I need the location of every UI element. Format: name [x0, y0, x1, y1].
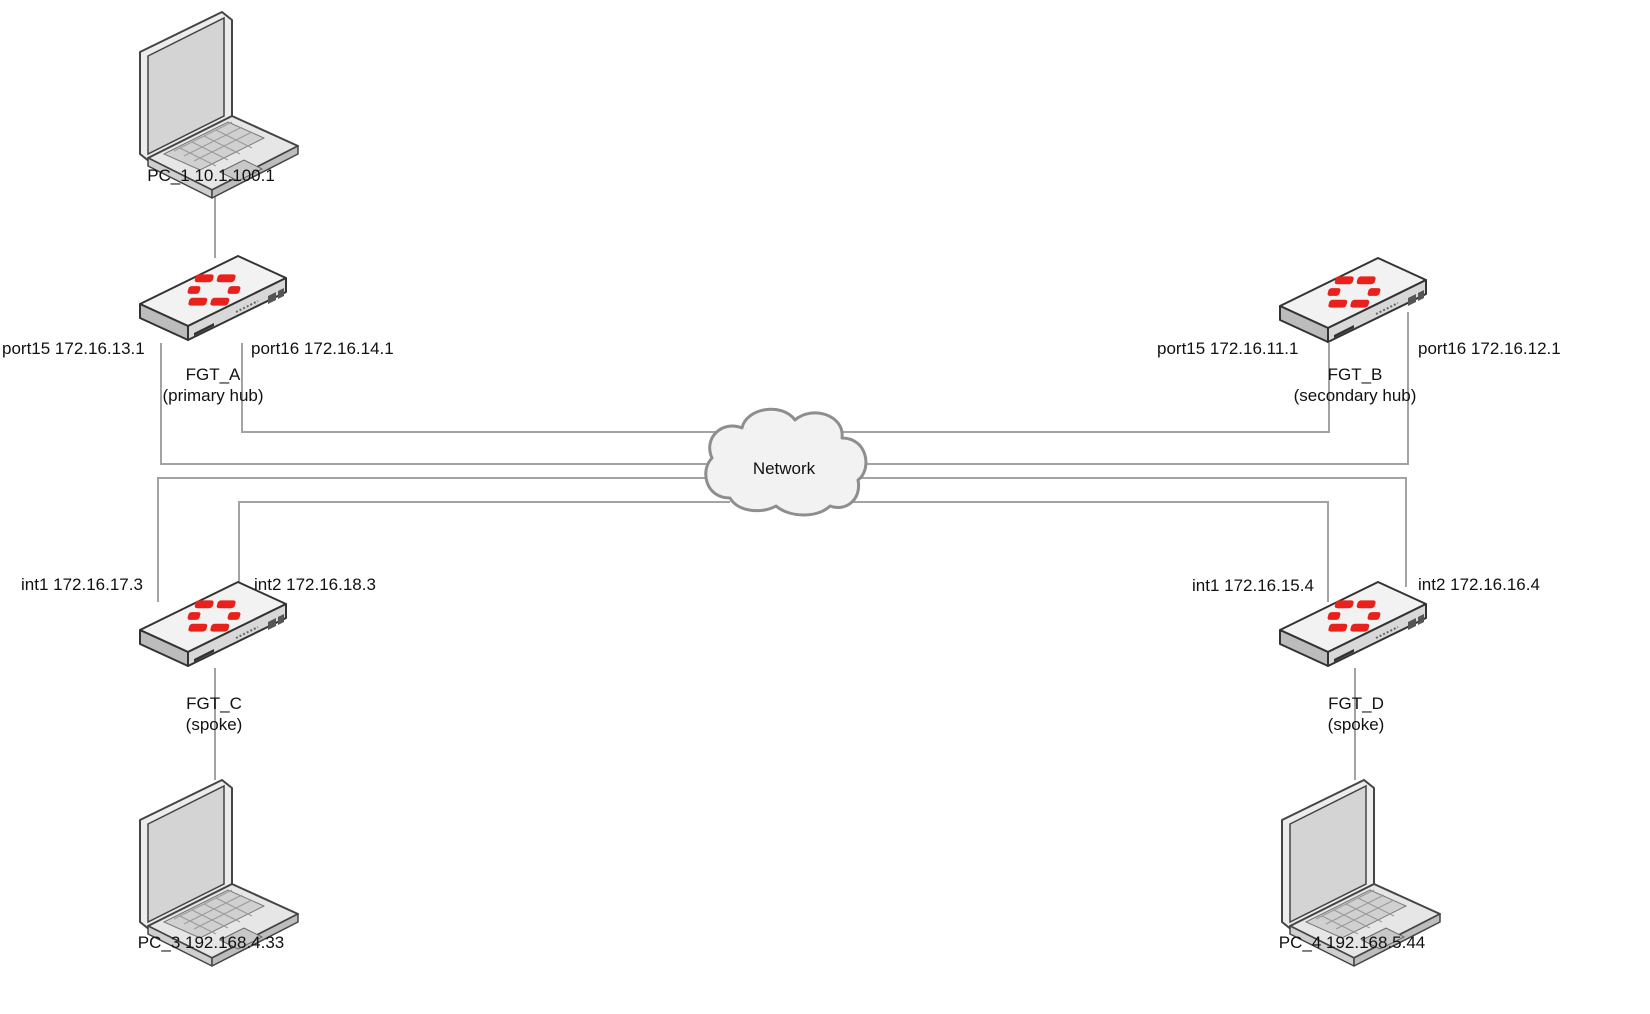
wire-fgt-d-int1 — [845, 501, 1329, 602]
pc1-label: PC_1 10.1.100.1 — [147, 166, 275, 185]
fgt-d-role: (spoke) — [1327, 715, 1385, 734]
fgt-a-name: FGT_A — [185, 365, 241, 384]
fgt-c-name: FGT_C — [186, 694, 242, 713]
network-cloud-label: Network — [753, 459, 816, 478]
fgt-b-port16-label: port16 172.16.12.1 — [1418, 339, 1561, 358]
fgt-b-device-icon — [1279, 257, 1427, 343]
pc4-label: PC_4 192.168.5.44 — [1278, 933, 1426, 952]
wire-fgt-a-port15 — [160, 343, 715, 465]
wire-fgt-b-port15 — [842, 343, 1330, 433]
fgt-c-role: (spoke) — [185, 715, 243, 734]
fgt-b-port15-label: port15 172.16.11.1 — [1157, 339, 1299, 358]
wire-fgt-c-int2 — [238, 501, 730, 587]
wire-fgt-a-port16 — [241, 343, 735, 433]
fgt-d-int1-label: int1 172.16.15.4 — [1192, 576, 1314, 595]
wire-fgt-c-int1 — [157, 477, 715, 602]
fgt-d-name: FGT_D — [1328, 694, 1384, 713]
fgt-b-role: (secondary hub) — [1293, 386, 1417, 405]
fgt-a-device-icon — [139, 255, 287, 341]
fgt-b-name: FGT_B — [1327, 365, 1383, 384]
fgt-d-int2-label: int2 172.16.16.4 — [1418, 575, 1540, 594]
fgt-a-port16-label: port16 172.16.14.1 — [251, 339, 394, 358]
wire-fgt-d-int2 — [860, 477, 1407, 587]
fgt-a-role: (primary hub) — [162, 386, 264, 405]
wire-fgt-b-port16 — [860, 312, 1409, 465]
fgt-c-int1-label: int1 172.16.17.3 — [21, 575, 143, 594]
fgt-a-port15-label: port15 172.16.13.1 — [2, 339, 145, 358]
fgt-c-int2-label: int2 172.16.18.3 — [254, 575, 376, 594]
network-cloud-icon — [704, 407, 868, 517]
pc3-label: PC_3 192.168.4.33 — [137, 933, 285, 952]
